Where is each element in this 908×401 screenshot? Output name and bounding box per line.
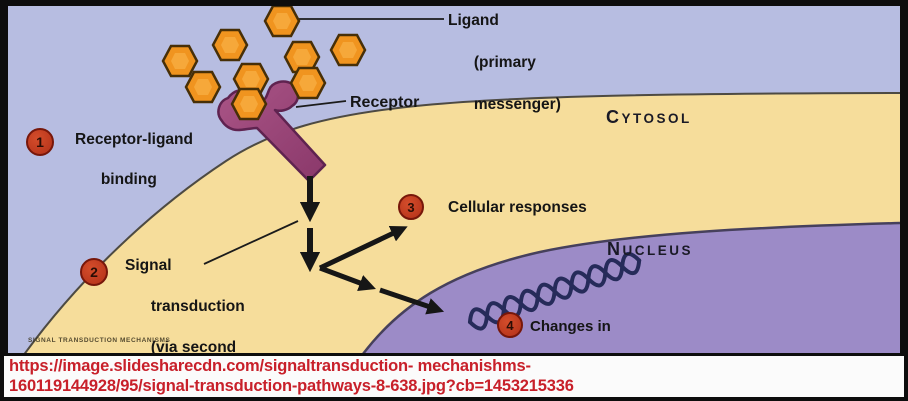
leader-line-signal-transduction bbox=[203, 220, 299, 265]
arrow-toward-nucleus-1 bbox=[319, 265, 376, 291]
ligand-hexagon bbox=[329, 33, 367, 67]
step3-label: Cellular responses bbox=[448, 199, 587, 216]
nucleus-label: NUCLEUS bbox=[607, 239, 694, 259]
ligand-label-line2: (primary bbox=[473, 54, 536, 71]
leader-line-receptor bbox=[295, 100, 347, 108]
source-url-line1[interactable]: https://image.slidesharecdn.com/signaltr… bbox=[9, 357, 531, 375]
step4-line1: Changes in bbox=[530, 318, 611, 335]
nuclear-envelope-line bbox=[362, 221, 900, 353]
ligand-label-line1: Ligand bbox=[448, 12, 499, 29]
pathway-diagram: Ligand (primary messenger) Receptor CYTO… bbox=[8, 6, 900, 353]
ligand-hexagon bbox=[161, 44, 199, 78]
step1-label: Receptor-ligand binding bbox=[75, 130, 193, 190]
step4-label: Changes in gene expression bbox=[530, 317, 673, 353]
ligand-hexagon bbox=[211, 28, 249, 62]
step-badge-3: 3 bbox=[398, 194, 424, 220]
ligand-hexagon bbox=[289, 66, 327, 100]
step1-line1: Receptor-ligand bbox=[75, 131, 193, 148]
caption-bar: https://image.slidesharecdn.com/signaltr… bbox=[4, 356, 904, 397]
step-number-1: 1 bbox=[36, 134, 44, 150]
step-number-2: 2 bbox=[90, 264, 98, 280]
step-badge-4: 4 bbox=[497, 312, 523, 338]
step2-label: Signal transduction (via second messenge… bbox=[125, 256, 246, 353]
step2-line3: (via second bbox=[150, 339, 237, 353]
ligand-label: Ligand (primary messenger) bbox=[448, 10, 561, 115]
step1-line2: binding bbox=[100, 171, 157, 188]
step-badge-1: 1 bbox=[26, 128, 54, 156]
ligand-hexagon bbox=[263, 6, 301, 38]
arrow-to-cellular-responses bbox=[318, 225, 408, 271]
receptor-label: Receptor bbox=[350, 94, 420, 111]
ligand-label-line3: messenger) bbox=[473, 96, 561, 113]
cytosol-label: CYTOSOL bbox=[606, 107, 692, 127]
bound-ligand-hexagon bbox=[230, 87, 268, 121]
slide-watermark: SIGNAL TRANSDUCTION MECHANISMS bbox=[28, 337, 171, 344]
source-url-line2[interactable]: 160119144928/95/signal-transduction-path… bbox=[9, 376, 574, 395]
step2-line2: transduction bbox=[150, 298, 245, 315]
step2-line1: Signal bbox=[125, 257, 172, 274]
ligand-hexagon bbox=[184, 70, 222, 104]
step-badge-2: 2 bbox=[80, 258, 108, 286]
arrow-toward-nucleus-2 bbox=[379, 287, 445, 315]
step-number-4: 4 bbox=[506, 317, 514, 333]
diagram-canvas bbox=[8, 6, 900, 353]
step-number-3: 3 bbox=[407, 199, 415, 215]
